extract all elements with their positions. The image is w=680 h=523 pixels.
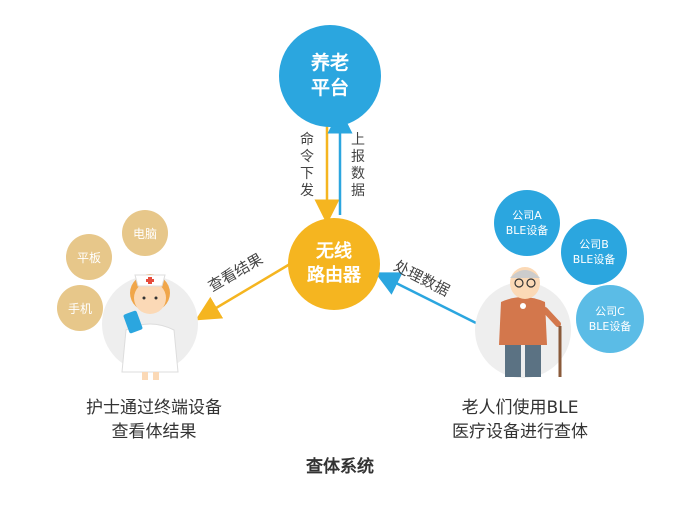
ble-a-line2: BLE设备 xyxy=(505,224,549,237)
system-title: 查体系统 xyxy=(306,457,374,477)
ble-c-line1: 公司C xyxy=(595,305,625,318)
nurse-caption-line1: 护士通过终端设备 xyxy=(86,398,222,418)
nurse-caption: 护士通过终端设备 查看体结果 xyxy=(44,396,264,444)
report-char: 据 xyxy=(351,183,365,199)
tablet-bubble: 平板 xyxy=(66,234,112,280)
pc-label: 电脑 xyxy=(132,226,157,241)
pc-bubble: 电脑 xyxy=(122,210,168,256)
phone-bubble: 手机 xyxy=(57,285,103,331)
router-label-line1: 无线 xyxy=(316,241,352,262)
report-char: 数 xyxy=(351,166,365,182)
elder-caption-line1: 老人们使用BLE xyxy=(461,398,579,418)
ble-b-bubble: 公司B BLE设备 xyxy=(561,219,627,285)
phone-label: 手机 xyxy=(67,301,92,316)
ble-a-bubble: 公司A BLE设备 xyxy=(494,190,560,256)
report-up-label: 上 报 数 据 xyxy=(351,132,365,200)
router-node: 无线 路由器 xyxy=(288,218,380,310)
command-char: 发 xyxy=(300,183,314,199)
command-down-label: 命 令 下 发 xyxy=(300,132,314,200)
elder-caption-line2: 医疗设备进行查体 xyxy=(452,422,588,442)
tablet-label: 平板 xyxy=(76,250,101,265)
platform-node: 养老 平台 xyxy=(279,25,381,127)
process-data-arrow xyxy=(374,272,479,326)
router-label-line2: 路由器 xyxy=(307,265,361,286)
command-char: 下 xyxy=(300,166,314,182)
command-char: 命 xyxy=(300,132,314,148)
platform-label-line2: 平台 xyxy=(310,77,349,99)
report-char: 上 xyxy=(351,132,365,148)
platform-label-line1: 养老 xyxy=(310,52,349,74)
ble-c-line2: BLE设备 xyxy=(588,320,632,333)
report-char: 报 xyxy=(351,149,365,165)
ble-a-line1: 公司A xyxy=(512,209,542,222)
elder-caption: 老人们使用BLE 医疗设备进行查体 xyxy=(410,396,630,444)
ble-b-line2: BLE设备 xyxy=(572,253,616,266)
view-results-arrow xyxy=(195,262,291,321)
ble-b-line1: 公司B xyxy=(579,238,609,251)
command-char: 令 xyxy=(300,149,314,165)
ble-c-bubble: 公司C BLE设备 xyxy=(576,285,644,353)
nurse-caption-line2: 查看体结果 xyxy=(111,422,197,442)
